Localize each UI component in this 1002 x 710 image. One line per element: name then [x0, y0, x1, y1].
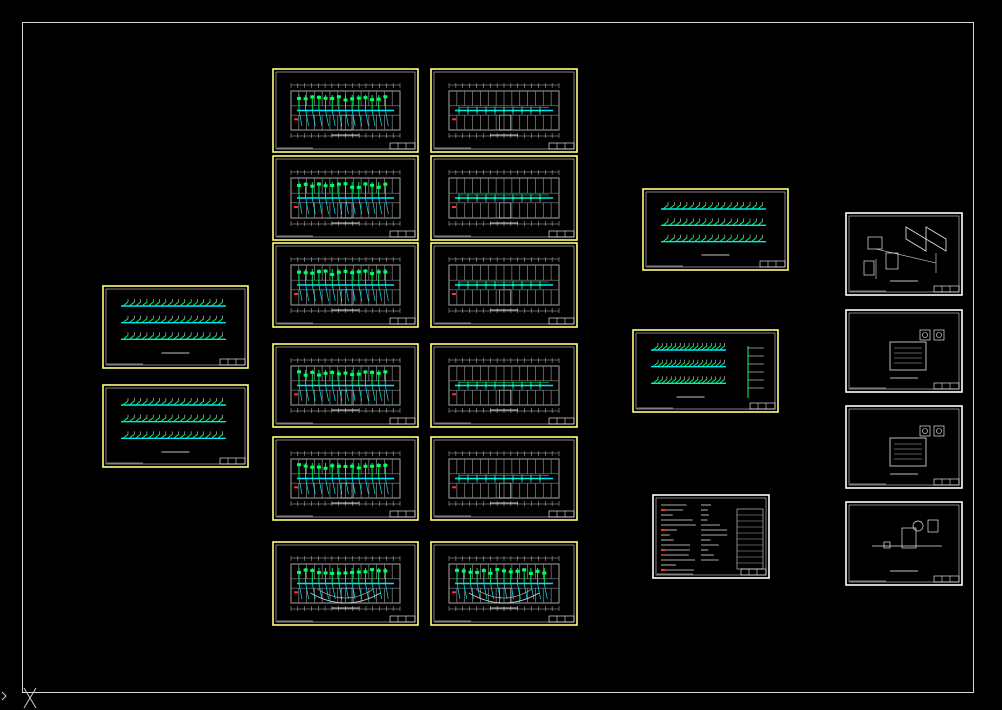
drawing-sheet-plan-5[interactable]	[272, 242, 419, 328]
drawing-sheet-notes[interactable]	[652, 494, 770, 579]
drawing-sheet-plan-1[interactable]	[272, 68, 419, 153]
drawing-sheet-riser-1[interactable]	[102, 285, 249, 369]
drawing-sheet-plan-2[interactable]	[430, 68, 578, 153]
drawing-sheet-detail-4[interactable]	[845, 501, 963, 586]
drawing-sheet-detail-1[interactable]	[845, 212, 963, 296]
drawing-limits-border	[22, 22, 974, 693]
drawing-sheet-riser-3[interactable]	[642, 188, 789, 271]
ucs-icon[interactable]	[0, 686, 44, 710]
drawing-sheet-plan-12[interactable]	[430, 541, 578, 626]
drawing-sheet-plan-8[interactable]	[430, 343, 578, 428]
drawing-sheet-riser-4[interactable]	[632, 329, 779, 413]
drawing-sheet-plan-4[interactable]	[430, 155, 578, 241]
drawing-sheet-plan-3[interactable]	[272, 155, 419, 241]
drawing-sheet-detail-2[interactable]	[845, 309, 963, 393]
drawing-sheet-plan-11[interactable]	[272, 541, 419, 626]
drawing-sheet-plan-7[interactable]	[272, 343, 419, 428]
drawing-sheet-plan-9[interactable]	[272, 436, 419, 521]
drawing-sheet-detail-3[interactable]	[845, 405, 963, 489]
drawing-sheet-plan-6[interactable]	[430, 242, 578, 328]
drawing-sheet-riser-2[interactable]	[102, 384, 249, 468]
drawing-sheet-plan-10[interactable]	[430, 436, 578, 521]
